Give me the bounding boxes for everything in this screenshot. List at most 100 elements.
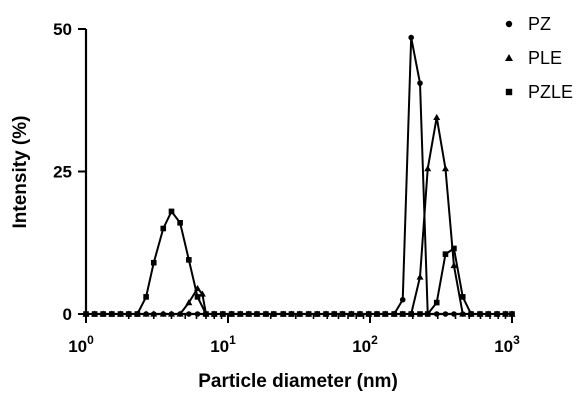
y-axis-title: Intensity (%)	[10, 116, 31, 229]
point-marker	[382, 311, 389, 317]
point-marker	[314, 311, 321, 317]
point-marker	[198, 290, 206, 297]
point-marker	[505, 88, 513, 96]
point-marker	[365, 311, 372, 317]
point-marker	[459, 310, 467, 317]
series-ple	[82, 113, 516, 317]
point-marker	[441, 165, 449, 172]
point-marker	[237, 311, 244, 317]
y-tick-label: 50	[53, 20, 72, 39]
point-marker	[177, 220, 183, 226]
point-marker	[505, 20, 513, 28]
point-marker	[142, 310, 150, 317]
series-pz	[83, 34, 515, 317]
y-tick-label: 25	[53, 163, 72, 182]
point-marker	[160, 225, 167, 232]
point-marker	[417, 311, 423, 317]
series-line	[86, 116, 512, 315]
point-marker	[211, 311, 218, 317]
point-marker	[485, 311, 492, 317]
point-marker	[391, 311, 397, 317]
point-marker	[125, 311, 132, 317]
point-marker	[399, 296, 406, 303]
legend-item-ple: PLE	[505, 48, 562, 68]
point-marker	[100, 311, 106, 317]
point-marker	[186, 257, 192, 263]
point-marker	[417, 80, 423, 86]
point-marker	[296, 311, 303, 317]
point-marker	[305, 311, 312, 317]
point-marker	[185, 299, 193, 306]
x-tick-label: 100	[68, 333, 94, 356]
point-marker	[150, 310, 158, 317]
legend-label: PZLE	[528, 82, 573, 102]
point-marker	[424, 165, 432, 172]
point-marker	[408, 34, 414, 41]
point-marker	[399, 311, 406, 317]
point-marker	[416, 273, 424, 280]
x-axis-title: Particle diameter (nm)	[198, 371, 398, 392]
point-marker	[477, 311, 483, 317]
series-line	[86, 36, 512, 315]
point-marker	[167, 310, 175, 317]
series-line	[86, 210, 512, 315]
x-tick-exponent: 1	[229, 333, 236, 347]
axes: 0 25 50 100 101 102 103	[53, 20, 520, 356]
point-marker	[117, 311, 124, 317]
point-marker	[220, 311, 226, 317]
point-marker	[502, 311, 509, 317]
point-marker	[176, 310, 184, 317]
point-marker	[323, 311, 329, 317]
point-marker	[433, 113, 441, 120]
point-marker	[451, 311, 457, 317]
point-marker	[245, 311, 252, 317]
legend-item-pz: PZ	[505, 14, 551, 34]
x-tick-exponent: 0	[87, 333, 94, 347]
point-marker	[228, 311, 235, 317]
point-marker	[186, 311, 192, 317]
point-marker	[254, 311, 260, 317]
point-marker	[91, 311, 98, 317]
point-marker	[194, 294, 201, 300]
point-marker	[109, 311, 115, 317]
point-marker	[450, 262, 458, 269]
point-marker	[424, 311, 431, 317]
legend-item-pzle: PZLE	[505, 82, 573, 102]
point-marker	[270, 311, 277, 317]
point-marker	[509, 311, 515, 317]
series-layer	[82, 34, 516, 317]
point-marker	[374, 311, 380, 317]
series-pzle	[83, 208, 515, 317]
point-marker	[134, 311, 141, 317]
point-marker	[433, 311, 440, 317]
x-tick-label: 101	[210, 333, 236, 356]
x-tick-label: 102	[352, 333, 378, 356]
x-tick-exponent: 3	[513, 333, 520, 347]
point-marker	[280, 311, 287, 317]
point-marker	[408, 311, 414, 317]
point-marker	[150, 259, 157, 266]
point-marker	[494, 311, 500, 317]
point-marker	[203, 311, 209, 317]
point-marker	[143, 294, 149, 300]
legend: PZ PLE PZLE	[505, 14, 573, 102]
point-marker	[442, 311, 449, 317]
point-marker	[159, 310, 167, 317]
point-marker	[263, 311, 269, 317]
point-marker	[357, 311, 363, 317]
point-marker	[505, 54, 513, 61]
point-marker	[194, 311, 201, 317]
point-marker	[459, 294, 466, 300]
point-marker	[83, 311, 89, 317]
point-marker	[433, 299, 440, 306]
point-marker	[442, 251, 449, 257]
point-marker	[348, 311, 355, 317]
point-marker	[468, 311, 474, 317]
x-tick-exponent: 2	[371, 333, 378, 347]
legend-label: PLE	[528, 48, 562, 68]
point-marker	[331, 311, 338, 317]
point-marker	[168, 208, 175, 215]
x-tick-label: 103	[494, 333, 520, 356]
